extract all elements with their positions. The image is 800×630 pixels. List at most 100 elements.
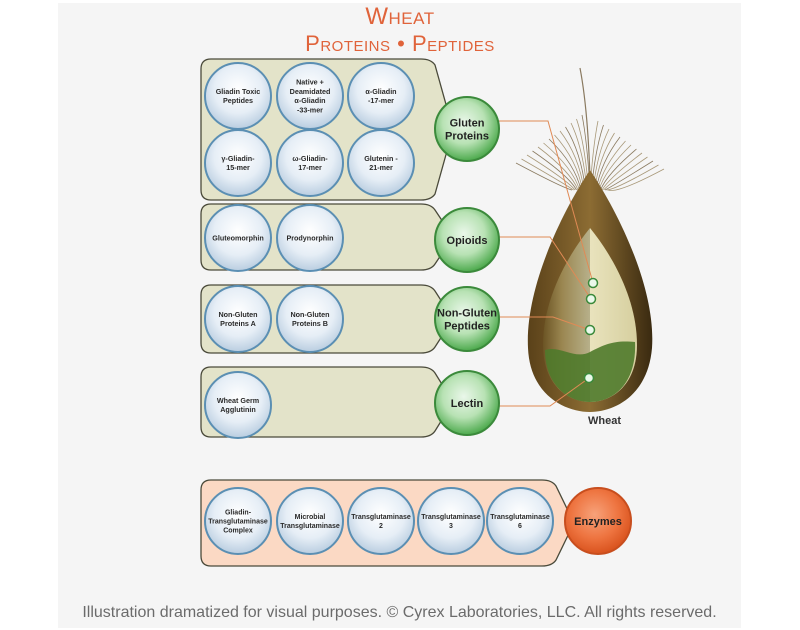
wheat-grain (527, 170, 653, 412)
awn (548, 138, 582, 191)
green-category-circle (434, 96, 500, 162)
bubble-label: 6 (518, 523, 522, 530)
item-bubble[interactable]: α-Gliadin-17-mer (347, 62, 415, 130)
orange-category-circle (564, 487, 632, 555)
bubble-circle (347, 487, 415, 555)
category-label: Opioids (447, 235, 488, 247)
bubble-circle (204, 129, 272, 197)
bubble-circle (204, 487, 272, 555)
bubble-label: Non-Gluten (218, 310, 257, 319)
bubble-label: -17-mer (368, 96, 394, 105)
bubble-label: 15-mer (226, 163, 250, 172)
bubble-label: 21-mer (369, 163, 393, 172)
category-circle[interactable]: Enzymes (564, 487, 632, 555)
bubble-label: Transglutaminase (280, 523, 340, 530)
awn (537, 146, 579, 191)
grain-marker-dot (587, 277, 599, 289)
bubble-circle (417, 487, 485, 555)
bubble-label: ω-Gliadin- (292, 154, 328, 163)
bubble-label: Transglutaminase (490, 514, 550, 521)
connector-line (499, 120, 594, 284)
connector-line (499, 236, 592, 300)
bubble-label: Transglutaminase (208, 518, 268, 525)
item-bubble[interactable]: Transglutaminase 6 (486, 487, 554, 555)
copyright-footer: Illustration dramatized for visual purpo… (82, 604, 717, 621)
category-label: Lectin (451, 398, 484, 410)
awn (515, 162, 573, 191)
bubble-label: Glutenin - (364, 154, 398, 163)
bubble-circle (276, 487, 344, 555)
bubble-label: Proteins B (292, 319, 328, 328)
awn (603, 156, 648, 191)
connector-line (499, 316, 591, 331)
bubble-label: Microbial (295, 514, 326, 521)
bubble-label: Non-Gluten (290, 310, 329, 319)
item-bubble[interactable]: Glutenin -21-mer (347, 129, 415, 197)
category-label: Enzymes (574, 516, 622, 528)
bubble-label: Deamidated (290, 87, 331, 96)
bubble-label: Complex (223, 527, 253, 534)
bubble-label: γ-Gliadin- (221, 154, 255, 163)
bubble-label: 2 (379, 523, 383, 530)
bubble-circle (276, 204, 344, 272)
category-label: Peptides (444, 321, 490, 333)
category-circle[interactable]: Lectin (434, 370, 500, 436)
item-bubble[interactable]: ω-Gliadin-17-mer (276, 129, 344, 197)
category-circle[interactable]: Opioids (434, 207, 500, 273)
group-opioids: Gluteomorphin Prodynorphin Opioids (200, 203, 500, 273)
bubble-label: α-Gliadin (294, 96, 325, 105)
grain-germ (545, 341, 636, 402)
bubble-label: Gliadin Toxic (216, 87, 261, 96)
item-bubble[interactable]: Prodynorphin (276, 204, 344, 272)
awn (600, 148, 637, 191)
bubble-label: Gliadin- (225, 509, 252, 516)
title-line-1: Wheat (365, 3, 435, 30)
bubble-circle (204, 285, 272, 353)
long-awn (579, 67, 591, 181)
category-label: Gluten (450, 118, 485, 130)
grain-marker-dot (585, 293, 597, 305)
bubble-label: Wheat Germ (217, 396, 259, 405)
green-category-circle (434, 286, 500, 352)
awn (607, 168, 665, 191)
bubble-circle (486, 487, 554, 555)
bubble-label: 17-mer (298, 163, 322, 172)
awn (606, 164, 659, 191)
awn (526, 154, 576, 191)
wheat-label: Wheat (588, 415, 621, 427)
bubble-label: Proteins A (220, 319, 256, 328)
bubble-label: Prodynorphin (286, 234, 333, 243)
item-bubble[interactable]: Gluteomorphin (204, 204, 272, 272)
grain-marker-dot (583, 372, 595, 384)
bubble-label: 3 (449, 523, 453, 530)
awn (521, 158, 574, 191)
grain-marker-dot (584, 324, 596, 336)
title-line-2: Proteins • Peptides (305, 31, 495, 56)
awn (604, 160, 654, 191)
awn (543, 142, 580, 191)
bubble-label: Gluteomorphin (212, 234, 264, 243)
category-label: Proteins (445, 131, 489, 143)
bubble-label: Agglutinin (220, 405, 256, 414)
bubble-circle (204, 371, 272, 439)
category-label: Non-Gluten (437, 308, 497, 320)
bubble-circle (276, 129, 344, 197)
bubble-circle (347, 129, 415, 197)
item-bubble[interactable]: γ-Gliadin-15-mer (204, 129, 272, 197)
bubble-label: Native + (296, 78, 324, 87)
